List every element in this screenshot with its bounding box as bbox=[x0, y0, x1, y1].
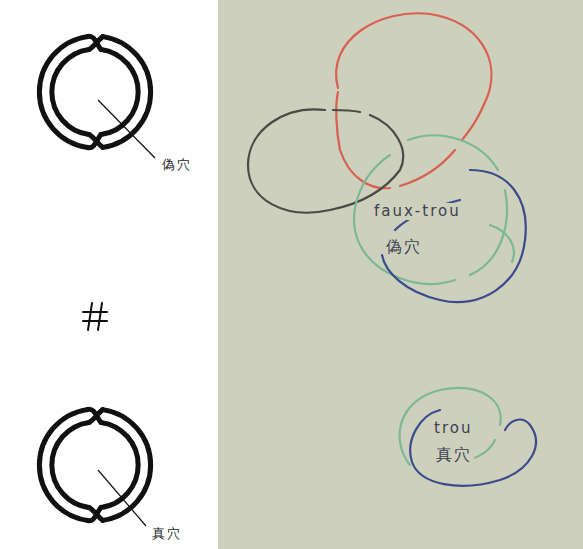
leader-line bbox=[98, 100, 155, 158]
handwritten-label: faux-trou bbox=[372, 203, 463, 220]
ring-figure bbox=[39, 409, 150, 521]
leader-line bbox=[98, 470, 146, 526]
ring-figure bbox=[39, 36, 150, 148]
photo-ground bbox=[218, 0, 583, 549]
page-ground bbox=[0, 0, 218, 549]
handwritten-label: trou bbox=[432, 420, 474, 437]
caption-label: 真穴 bbox=[150, 527, 184, 542]
handwritten-label: 偽穴 bbox=[384, 238, 424, 256]
caption-label: 偽穴 bbox=[160, 158, 194, 173]
not-equal-symbol bbox=[83, 303, 107, 330]
whiteboard-knot bbox=[248, 13, 536, 486]
handwritten-label: 真穴 bbox=[434, 446, 474, 464]
